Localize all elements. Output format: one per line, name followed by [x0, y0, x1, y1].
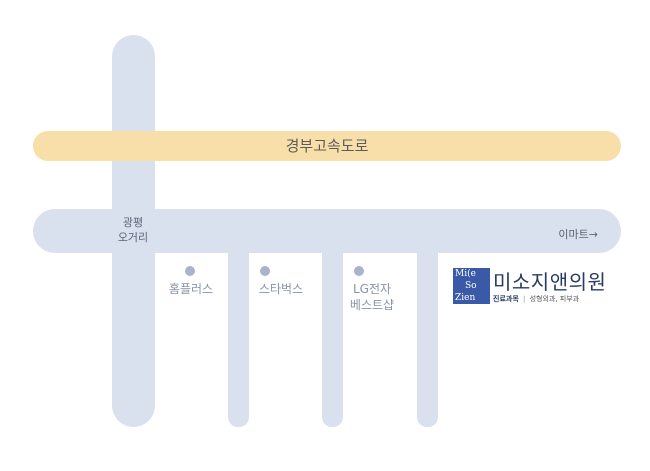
clinic-logo-line3: Zien — [455, 293, 476, 303]
homeplus-label: 홈플러스 — [168, 282, 214, 296]
clinic-subject-list: 성형외과, 피부과 — [529, 295, 580, 303]
starbucks-label: 스타벅스 — [258, 282, 304, 296]
clinic-logo-line1: Mi(e — [455, 269, 476, 279]
clinic-subjects: 진료과목 | 성형외과, 피부과 — [493, 294, 579, 304]
clinic-subject-label: 진료과목 — [493, 295, 519, 303]
side-road-2 — [322, 232, 343, 427]
emart-direction-label: 이마트→ — [558, 228, 598, 241]
lg-marker-icon — [354, 266, 364, 276]
highway-label: 경부고속도로 — [285, 137, 369, 155]
homeplus-marker-icon — [185, 266, 195, 276]
starbucks-marker-icon — [260, 266, 270, 276]
main-horizontal-road — [33, 209, 621, 253]
clinic-logo-line2: So — [465, 281, 477, 291]
side-road-1 — [228, 232, 249, 427]
highway-road — [33, 131, 621, 161]
intersection-label-line2: 오거리 — [117, 231, 149, 244]
clinic-name: 미소지앤의원 — [493, 270, 607, 294]
lg-label: LG전자 베스트샵 — [342, 281, 402, 313]
side-road-3 — [417, 232, 438, 427]
clinic-subject-separator: | — [523, 295, 526, 303]
lg-label-line1: LG전자 — [352, 282, 392, 296]
lg-label-line2: 베스트샵 — [349, 298, 395, 312]
clinic-logo-icon: Mi(e So Zien — [453, 268, 490, 304]
intersection-label-line1: 광평 — [122, 216, 144, 229]
intersection-label: 광평 오거리 — [96, 215, 170, 245]
